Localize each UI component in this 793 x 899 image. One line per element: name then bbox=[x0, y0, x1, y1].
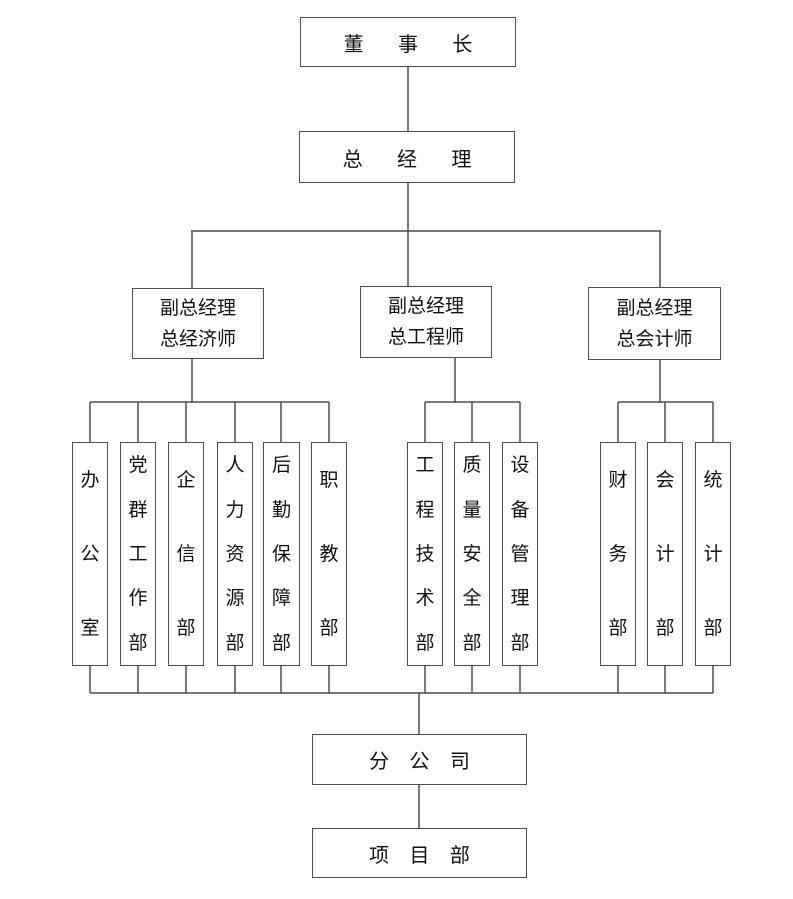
branch-company-label: 分 公 司 bbox=[369, 749, 477, 773]
node-general-manager: 总 经 理 bbox=[299, 131, 515, 183]
deputy-line2: 总会计师 bbox=[616, 327, 693, 350]
node-dept-party-mass-work: 党群工作部 bbox=[120, 442, 156, 666]
node-deputy-chief-engineer: 副总经理 总工程师 bbox=[360, 286, 492, 358]
node-dept-quality-safety: 质量安全部 bbox=[454, 442, 490, 666]
deputy-line2: 总工程师 bbox=[387, 326, 464, 348]
node-branch-company: 分 公 司 bbox=[312, 734, 527, 785]
node-dept-finance: 财务部 bbox=[600, 442, 636, 666]
node-dept-engineering-technology: 工程技术部 bbox=[407, 442, 443, 666]
node-dept-human-resources: 人力资源部 bbox=[217, 442, 253, 666]
node-dept-vocational-education: 职教部 bbox=[311, 442, 347, 666]
node-dept-equipment-management: 设备管理部 bbox=[502, 442, 538, 666]
chairman-label: 董 事 长 bbox=[343, 31, 487, 56]
deputy-line2: 总经济师 bbox=[159, 327, 236, 350]
node-chairman: 董 事 长 bbox=[300, 17, 516, 67]
node-dept-accounting: 会计部 bbox=[647, 442, 683, 666]
node-deputy-chief-economist: 副总经理 总经济师 bbox=[132, 288, 264, 359]
general-manager-label: 总 经 理 bbox=[342, 146, 486, 171]
node-dept-enterprise-info: 企信部 bbox=[168, 442, 204, 666]
deputy-line1: 副总经理 bbox=[159, 296, 236, 319]
node-dept-logistics-support: 后勤保障部 bbox=[263, 442, 300, 666]
node-dept-statistics: 统计部 bbox=[695, 442, 731, 666]
node-dept-office: 办公室 bbox=[72, 442, 108, 666]
node-deputy-chief-accountant: 副总经理 总会计师 bbox=[588, 287, 721, 360]
deputy-line1: 副总经理 bbox=[616, 296, 693, 319]
node-project-department: 项 目 部 bbox=[312, 828, 527, 878]
deputy-line1: 副总经理 bbox=[387, 295, 464, 317]
project-department-label: 项 目 部 bbox=[369, 842, 477, 867]
